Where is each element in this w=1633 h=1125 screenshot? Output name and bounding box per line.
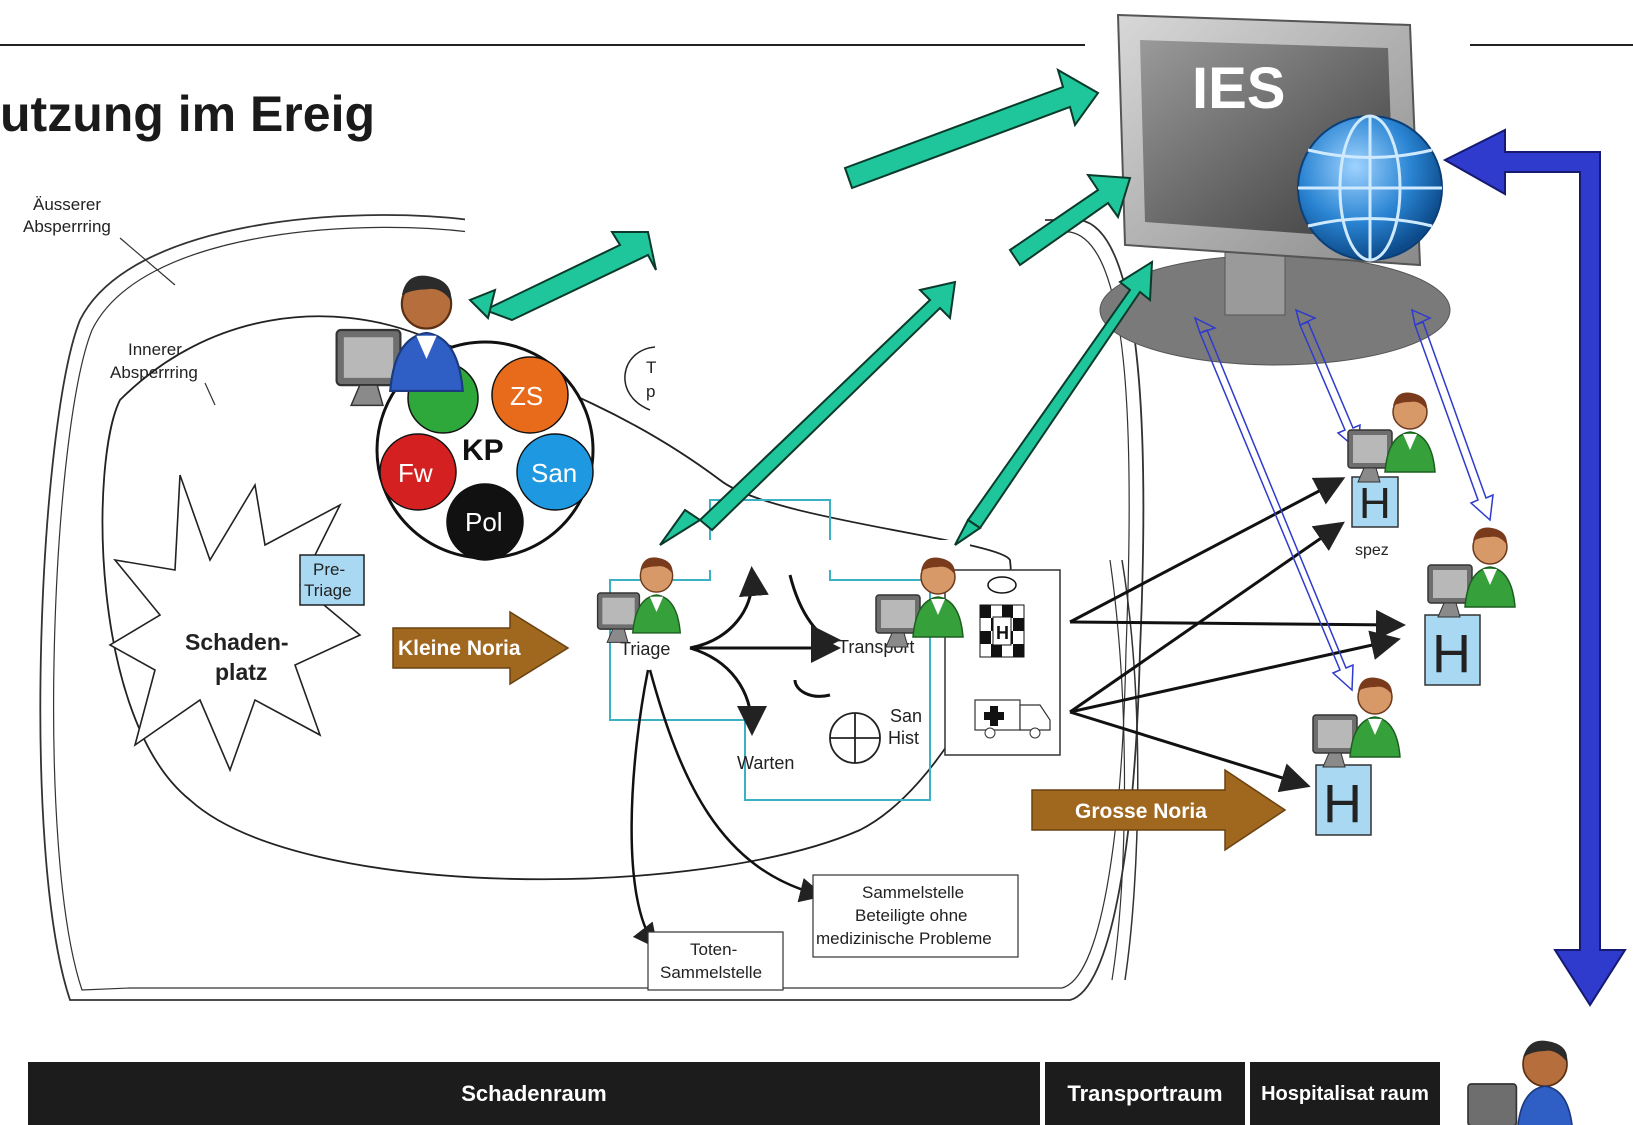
san-hist-label-1: San (890, 706, 922, 726)
toten-flow-arrows (630, 669, 825, 949)
svg-text:H: H (1359, 479, 1391, 528)
pre-triage-label-1: Pre- (313, 560, 345, 579)
hospital-spez: H spez (1351, 476, 1399, 559)
inner-cordon-label-2: Absperrring (110, 363, 198, 382)
svg-text:H: H (1432, 624, 1471, 684)
svg-text:H: H (1323, 774, 1362, 834)
bar-hospitalisation: Hospitalisat raum (1250, 1062, 1440, 1125)
schadenplatz-burst (108, 474, 362, 773)
kp-san-circle (516, 433, 594, 511)
partial-circle-label-2: p (646, 382, 655, 401)
transport-workstation-user-icon (875, 556, 964, 648)
kp-zs-circle (491, 356, 569, 434)
helicopter-icon: H (979, 576, 1025, 658)
svg-text:H: H (996, 623, 1009, 643)
sammelstelle-label-2: Beteiligte ohne (855, 906, 967, 925)
hospital-2: H (1424, 614, 1481, 686)
triage-label: Triage (620, 639, 670, 659)
kleine-noria-label: Kleine Noria (398, 637, 521, 660)
kp-pol-label: Pol (465, 507, 503, 537)
toten-label-2: Sammelstelle (660, 963, 762, 982)
ambulance-icon (974, 699, 1051, 739)
triage-flow-arrows (689, 566, 841, 736)
page-title: utzung im Ereig (0, 86, 375, 142)
kp-center-label: KP (462, 434, 504, 467)
outer-cordon-label-2: Absperrring (23, 217, 111, 236)
partial-circle (624, 346, 656, 411)
sammelstelle-label-1: Sammelstelle (862, 883, 964, 902)
hospital-2-workstation-user-icon (1427, 526, 1516, 618)
bottom-right-workstation-user-icon (1467, 1040, 1573, 1125)
svg-text:spez: spez (1355, 542, 1389, 559)
hospital-1-workstation-user-icon (1347, 391, 1436, 483)
kp-command-post: KP ZS Fw San Pol (375, 340, 595, 561)
bar-schadenraum: Schadenraum (28, 1062, 1040, 1125)
kp-workstation-user-icon (335, 275, 464, 407)
grosse-noria-label: Grosse Noria (1075, 800, 1207, 823)
warten-label: Warten (737, 753, 794, 773)
kp-pol-circle (446, 483, 524, 561)
triage-workstation-user-icon (596, 556, 681, 644)
kleine-noria-arrow (392, 610, 570, 686)
globe-icon (1297, 114, 1443, 262)
kp-zs-label: ZS (510, 381, 543, 411)
pre-triage-label-2: Triage (304, 581, 352, 600)
bar-transportraum: Transportraum (1045, 1062, 1245, 1125)
toten-label-1: Toten- (690, 940, 737, 959)
outer-cordon-label-1: Äusserer (33, 195, 101, 214)
blue-main-link-arrow (1442, 128, 1627, 1007)
sammelstelle-label-3: medizinische Probleme (816, 929, 992, 948)
kp-fw-circle (379, 433, 457, 511)
outer-cordon-pointer (119, 237, 176, 286)
schadenplatz-label-1: Schaden- (185, 629, 289, 655)
hospital-3: H (1315, 764, 1372, 836)
pre-triage-box (299, 554, 365, 606)
grosse-noria-arrow (1031, 768, 1287, 852)
inner-cordon-pointer (204, 382, 216, 406)
ies-label: IES (1192, 56, 1286, 121)
kp-san-label: San (531, 458, 577, 488)
san-hist-label-2: Hist (888, 728, 919, 748)
schadenplatz-label-2: platz (215, 659, 267, 685)
kp-fw-label: Fw (398, 458, 433, 488)
partial-circle-label-1: T (646, 358, 656, 377)
triage-mask (650, 540, 970, 570)
sammelstelle-box (812, 874, 1019, 958)
toten-box (647, 931, 784, 991)
hospital-3-workstation-user-icon (1312, 676, 1401, 768)
teal-link-arrows (468, 67, 1154, 546)
inner-cordon-label-1: Innerer (128, 340, 182, 359)
hospital-dispatch-arrows (1069, 477, 1406, 793)
blue-thin-link-arrows (1193, 308, 1494, 692)
transport-boundary (1121, 559, 1139, 981)
